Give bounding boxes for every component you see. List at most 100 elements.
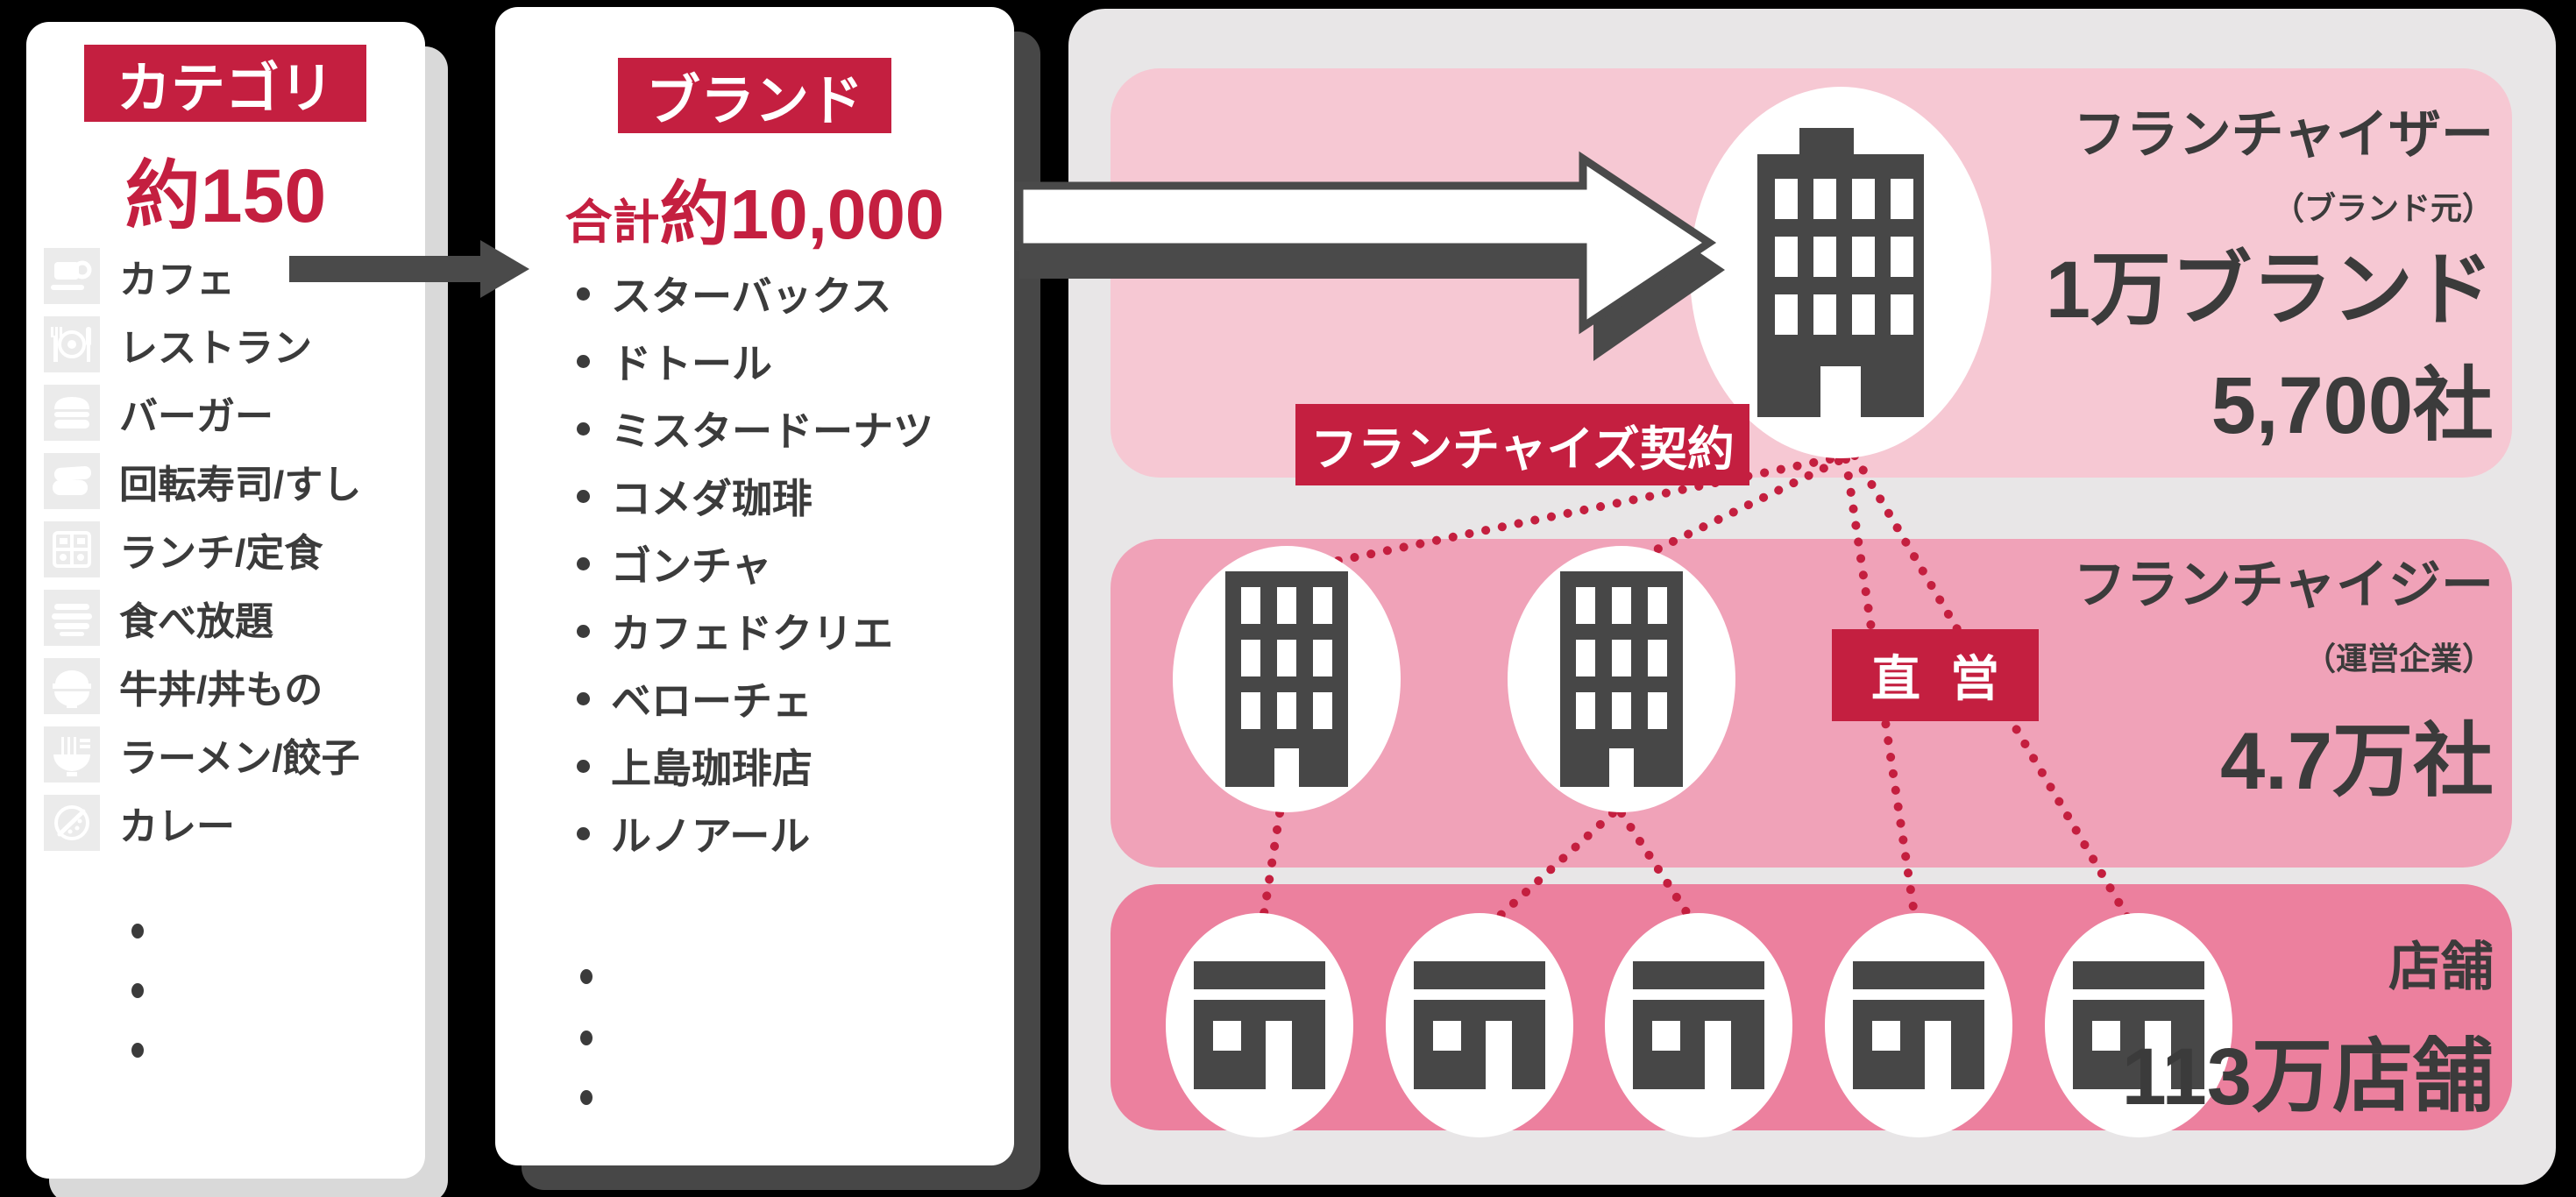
brand-ellipsis-dot-3: [580, 1090, 593, 1105]
company-building-icon: [1560, 571, 1683, 787]
direct-management-label-text: 直営: [1871, 651, 2029, 706]
category-badge-label: カテゴリ: [116, 59, 334, 119]
brand-item-5: ゴンチャ: [577, 537, 772, 590]
category-item-label: 牛丼/丼もの: [119, 669, 323, 712]
category-ellipsis-dot-3: [131, 1043, 144, 1058]
brand-total-prefix: 合計: [564, 196, 660, 249]
category-item-label: カレー: [119, 805, 235, 848]
franchisee-title: フランチャイジー: [2073, 556, 2494, 614]
bullet-icon: [577, 421, 590, 436]
brand-badge: ブランド: [618, 58, 891, 133]
franchiser-subtitle: （ブランド元）: [2272, 190, 2494, 226]
category-item-7: 牛丼/丼もの: [44, 658, 323, 714]
category-badge: カテゴリ: [84, 45, 366, 122]
brand-item-label: ゴンチャ: [611, 543, 772, 589]
brand-item-1: スターバックス: [577, 267, 891, 320]
franchiser-title: フランチャイザー: [2073, 105, 2494, 164]
category-item-label: ランチ/定食: [119, 532, 323, 575]
bullet-icon: [577, 556, 590, 570]
category-item-9: カレー: [44, 795, 235, 851]
franchiser-circle: [1690, 87, 1991, 458]
bullet-icon: [577, 287, 590, 301]
storefront-icon: [1414, 961, 1545, 1089]
category-item-label: バーガー: [119, 395, 273, 438]
franchisee-text-block: フランチャイジー （運営企業） 4.7万社: [2074, 554, 2494, 810]
franchisee-subtitle: （運営企業）: [2303, 641, 2494, 676]
burger-icon: [44, 385, 100, 441]
restaurant-icon: [44, 316, 100, 372]
bullet-icon: [577, 691, 590, 705]
franchise-contract-label-text: フランチャイズ契約: [1310, 423, 1735, 476]
category-item-2: レストラン: [44, 316, 312, 372]
category-item-3: バーガー: [44, 385, 273, 441]
stores-stat: 113万店舗: [2121, 1032, 2494, 1122]
bullet-icon: [577, 489, 590, 503]
storefront-icon: [1633, 961, 1764, 1089]
franchiser-stat-companies: 5,700社: [2211, 361, 2494, 450]
brand-item-label: カフェドクリエ: [611, 611, 893, 656]
brand-item-4: コメダ珈琲: [577, 470, 813, 522]
brand-item-label: 上島珈琲店: [611, 746, 813, 791]
franchiser-stat-brands: 1万ブランド: [2045, 245, 2494, 335]
brand-badge-label: ブランド: [645, 71, 863, 131]
brand-item-label: ベローチェ: [611, 678, 813, 724]
company-building-icon: [1225, 571, 1348, 787]
brand-ellipsis-dot-1: [580, 969, 593, 984]
brand-item-6: カフェドクリエ: [577, 605, 893, 657]
brand-card: ブランド 合計約10,000 スターバックスドトールミスタードーナツコメダ珈琲ゴ…: [495, 7, 1014, 1165]
bullet-icon: [577, 354, 590, 368]
franchisee-circle-2: [1508, 546, 1735, 812]
brand-item-3: ミスタードーナツ: [577, 402, 933, 455]
coffee-cup-icon: [44, 248, 100, 304]
category-item-label: 食べ放題: [119, 600, 273, 643]
category-item-label: カフェ: [119, 259, 235, 301]
category-item-label: ラーメン/餃子: [119, 737, 360, 780]
category-item-1: カフェ: [44, 248, 235, 304]
buffet-plates-icon: [44, 590, 100, 646]
brand-item-9: ルノアール: [577, 807, 810, 860]
brand-item-label: スターバックス: [611, 273, 892, 319]
category-ellipsis-dot-1: [131, 924, 144, 938]
store-circle-1: [1166, 913, 1353, 1137]
store-circle-3: [1605, 913, 1792, 1137]
brand-total: 合計約10,000: [495, 158, 1014, 259]
brand-ellipsis-dot-2: [580, 1031, 593, 1045]
category-item-label: 回転寿司/すし: [119, 464, 362, 506]
category-item-6: 食べ放題: [44, 590, 273, 646]
ramen-icon: [44, 726, 100, 783]
category-count: 約150: [124, 154, 327, 238]
storefront-icon: [1853, 961, 1984, 1089]
category-ellipsis-dot-2: [131, 983, 144, 998]
rice-bowl-icon: [44, 658, 100, 714]
bullet-icon: [577, 624, 590, 638]
office-building-icon: [1757, 128, 1924, 417]
brand-item-8: 上島珈琲店: [577, 740, 813, 792]
category-card: カテゴリ 約150 カフェレストランバーガー回転寿司/すしランチ/定食食べ放題牛…: [26, 22, 425, 1179]
brand-item-2: ドトール: [577, 335, 772, 387]
store-circle-4: [1825, 913, 2012, 1137]
brand-item-label: ルノアール: [611, 813, 811, 859]
stores-text-block: 店舗 113万店舗: [2122, 936, 2494, 1125]
brand-total-value: 約10,000: [659, 175, 945, 253]
store-circle-2: [1386, 913, 1573, 1137]
brand-item-label: ドトール: [611, 341, 772, 386]
direct-management-label: 直営: [1832, 629, 2039, 721]
franchiser-text-block: フランチャイザー （ブランド元） 1万ブランド 5,700社: [2046, 103, 2494, 454]
store-circle-5: [2045, 913, 2232, 1137]
category-item-label: レストラン: [119, 327, 312, 370]
franchisee-circle-1: [1173, 546, 1401, 812]
brand-item-label: コメダ珈琲: [611, 476, 813, 521]
storefront-icon: [1194, 961, 1325, 1089]
storefront-icon: [2073, 961, 2204, 1089]
category-item-5: ランチ/定食: [44, 521, 323, 577]
category-item-4: 回転寿司/すし: [44, 453, 361, 509]
sushi-icon: [44, 453, 100, 509]
franchise-contract-label: フランチャイズ契約: [1295, 404, 1749, 485]
cafe-arrow-shaft: [289, 256, 480, 282]
stores-title: 店舗: [2388, 938, 2494, 996]
bento-icon: [44, 521, 100, 577]
bullet-icon: [577, 759, 590, 773]
category-item-8: ラーメン/餃子: [44, 726, 359, 783]
brand-item-7: ベローチェ: [577, 672, 813, 725]
bullet-icon: [577, 826, 590, 840]
